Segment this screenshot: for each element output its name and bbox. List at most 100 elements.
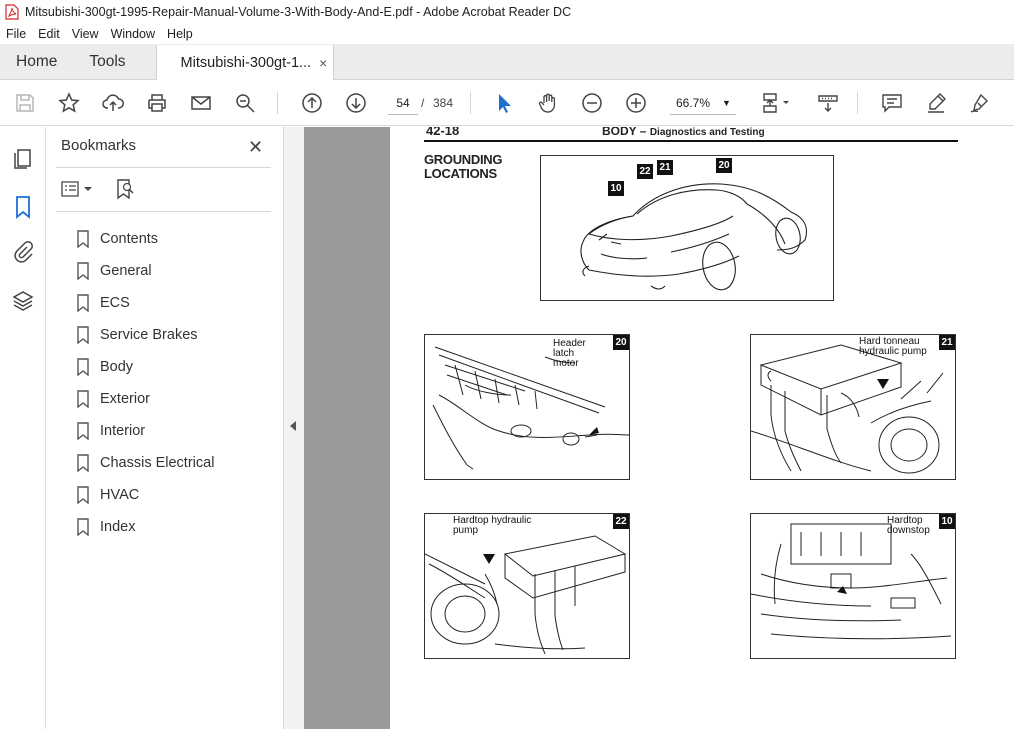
ground-point-badge: 10 (608, 181, 624, 196)
menu-window[interactable]: Window (110, 27, 156, 41)
menu-view[interactable]: View (71, 27, 99, 41)
print-icon[interactable] (145, 91, 169, 115)
bookmarks-panel: Bookmarks ✕ Contents General ECS Service (46, 127, 284, 729)
zoom-level-value: 66.7% (676, 95, 711, 110)
attachment-paperclip-icon[interactable] (11, 240, 35, 264)
sign-pen-icon[interactable] (968, 91, 992, 115)
page-header-sub: Diagnostics and Testing (649, 127, 765, 138)
ground-point-badge: 22 (637, 164, 653, 179)
figure-label: Hardtop downstop (887, 516, 930, 536)
email-icon[interactable] (189, 91, 213, 115)
menu-edit[interactable]: Edit (38, 27, 60, 41)
figure-label-line: Hard tonneau (859, 336, 920, 347)
figure-badge: 22 (613, 514, 629, 529)
highlight-pen-icon[interactable] (924, 91, 948, 115)
bookmark-item-exterior[interactable]: Exterior (76, 383, 214, 415)
bookmark-icon (77, 358, 89, 376)
page-separator: / (421, 96, 425, 110)
document-viewport[interactable]: 42-18 BODY – Diagnostics and Testing GRO… (304, 127, 1014, 729)
save-icon[interactable] (13, 91, 37, 115)
section-title: GROUNDING LOCATIONS (424, 153, 503, 181)
star-bookmark-icon[interactable] (57, 91, 81, 115)
figure-label-line: motor (553, 358, 579, 369)
main-toolbar: 54 / 384 66.7% ▼ (0, 80, 1014, 126)
bookmark-label: Interior (100, 423, 146, 439)
page-header-main: BODY – (602, 127, 647, 138)
acrobat-pdf-icon (5, 4, 19, 20)
tonneau-pump-illustration (751, 344, 944, 474)
bookmark-item-general[interactable]: General (76, 255, 214, 287)
search-icon[interactable] (233, 91, 257, 115)
car-illustration (580, 183, 808, 291)
ground-point-badge: 20 (716, 158, 732, 173)
bookmark-icon (77, 230, 89, 248)
menu-bar: File Edit View Window Help (0, 24, 1014, 44)
tab-home[interactable]: Home (16, 52, 58, 70)
menu-file[interactable]: File (6, 27, 27, 41)
bookmark-label: General (100, 263, 152, 279)
zoom-out-icon[interactable] (580, 91, 604, 115)
window-title-bar: Mitsubishi-300gt-1995-Repair-Manual-Volu… (0, 0, 1014, 24)
collapse-panel-handle[interactable] (284, 127, 304, 729)
previous-page-icon[interactable] (300, 91, 324, 115)
bookmark-label: Index (100, 519, 136, 535)
hand-tool-icon[interactable] (536, 91, 560, 115)
bookmark-item-contents[interactable]: Contents (76, 223, 214, 255)
bookmark-label: HVAC (100, 487, 140, 503)
bookmark-panel-icon[interactable] (11, 195, 35, 219)
bookmark-item-body[interactable]: Body (76, 351, 214, 383)
close-tab-icon[interactable]: × (319, 54, 328, 71)
new-bookmark-icon[interactable] (113, 177, 137, 201)
bookmark-item-chassis-electrical[interactable]: Chassis Electrical (76, 447, 214, 479)
ground-point-badge: 21 (657, 160, 673, 175)
figure-hard-tonneau-pump: Hard tonneau hydraulic pump 21 (750, 334, 956, 480)
bookmark-item-interior[interactable]: Interior (76, 415, 214, 447)
page-fit-icon[interactable] (760, 91, 794, 115)
select-cursor-icon[interactable] (492, 91, 516, 115)
upload-cloud-icon[interactable] (101, 91, 125, 115)
tab-tools[interactable]: Tools (89, 52, 126, 70)
bookmarks-title: Bookmarks (61, 137, 137, 154)
close-panel-icon[interactable]: ✕ (248, 137, 264, 157)
tab-document-label: Mitsubishi-300gt-1... (180, 54, 312, 71)
comment-icon[interactable] (880, 91, 904, 115)
layers-icon[interactable] (11, 289, 35, 313)
hardtop-downstop-illustration (751, 523, 952, 640)
bookmark-icon (77, 294, 89, 312)
figure-label-line: pump (453, 525, 479, 536)
figure-label: Header latch motor (553, 339, 586, 369)
figure-hardtop-hydraulic-pump: Hardtop hydraulic pump 22 (424, 513, 630, 659)
bookmark-icon (77, 518, 89, 536)
figure-badge: 20 (613, 335, 629, 350)
keyboard-scroll-icon[interactable] (816, 91, 840, 115)
bookmark-item-hvac[interactable]: HVAC (76, 479, 214, 511)
bookmark-item-index[interactable]: Index (76, 511, 214, 543)
chevron-down-icon: ▼ (722, 97, 731, 108)
tab-document[interactable]: Mitsubishi-300gt-1... × (155, 45, 335, 80)
panel-divider (56, 167, 271, 168)
figure-label-line: Hardtop (887, 515, 923, 526)
menu-help[interactable]: Help (167, 27, 193, 41)
next-page-icon[interactable] (344, 91, 368, 115)
bookmark-item-ecs[interactable]: ECS (76, 287, 214, 319)
navigation-rail (0, 127, 46, 729)
zoom-level-select[interactable]: 66.7% ▼ (670, 91, 736, 115)
zoom-in-icon[interactable] (624, 91, 648, 115)
total-pages: 384 (433, 96, 454, 110)
page-thumbnails-icon[interactable] (11, 147, 35, 171)
toolbar-divider (857, 92, 858, 114)
bookmark-options-icon[interactable] (61, 179, 95, 199)
page-number-input[interactable]: 54 (388, 91, 418, 115)
pdf-page: 42-18 BODY – Diagnostics and Testing GRO… (390, 127, 1014, 729)
bookmark-label: Exterior (100, 391, 150, 407)
figure-label-line: hydraulic pump (859, 346, 927, 357)
bookmark-label: ECS (100, 295, 130, 311)
figure-header-latch-motor: Header latch motor 20 (424, 334, 630, 480)
window-title: Mitsubishi-300gt-1995-Repair-Manual-Volu… (25, 5, 572, 19)
figure-label-line: latch (553, 348, 575, 359)
toolbar-divider (470, 92, 471, 114)
figure-hardtop-downstop: Hardtop downstop 10 (750, 513, 956, 659)
figure-label-line: downstop (887, 525, 930, 536)
bookmark-label: Chassis Electrical (100, 455, 215, 471)
bookmark-item-service-brakes[interactable]: Service Brakes (76, 319, 214, 351)
